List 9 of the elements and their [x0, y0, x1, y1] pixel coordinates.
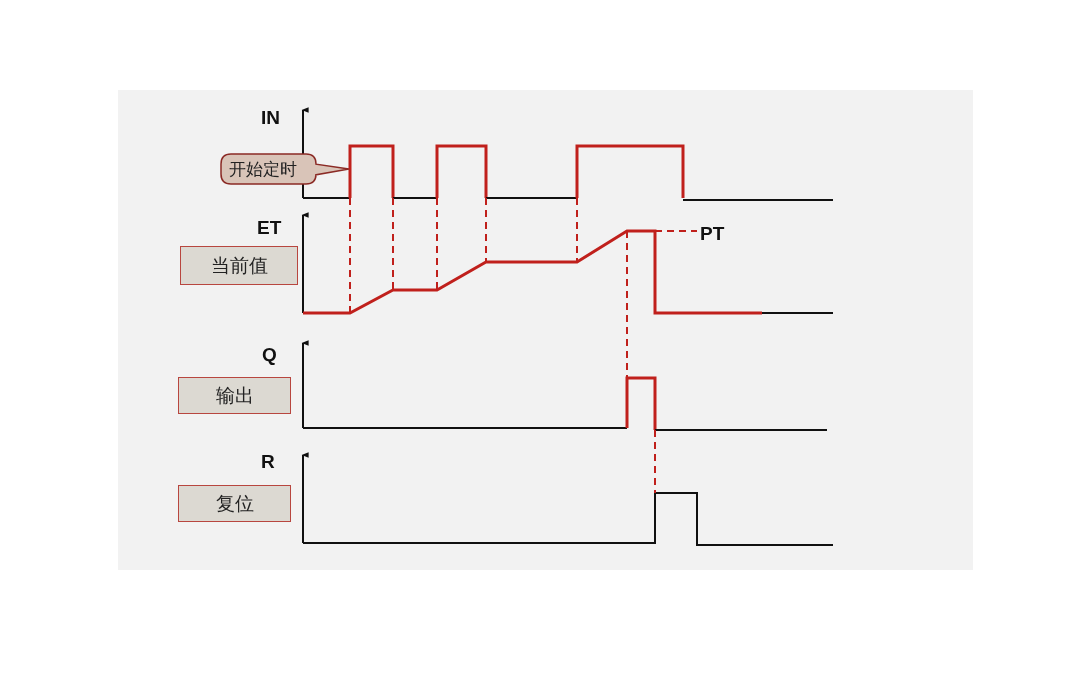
signal-label: R [261, 452, 275, 471]
label-box: 输出 [178, 377, 291, 414]
label-box: 当前值 [180, 246, 298, 285]
signal-label: ET [257, 218, 282, 237]
signal-label: PT [700, 224, 725, 243]
label-box: 复位 [178, 485, 291, 522]
callout-bubble: 开始定时 [220, 153, 350, 185]
signal-label: IN [261, 108, 280, 127]
signal-label: Q [262, 345, 277, 364]
